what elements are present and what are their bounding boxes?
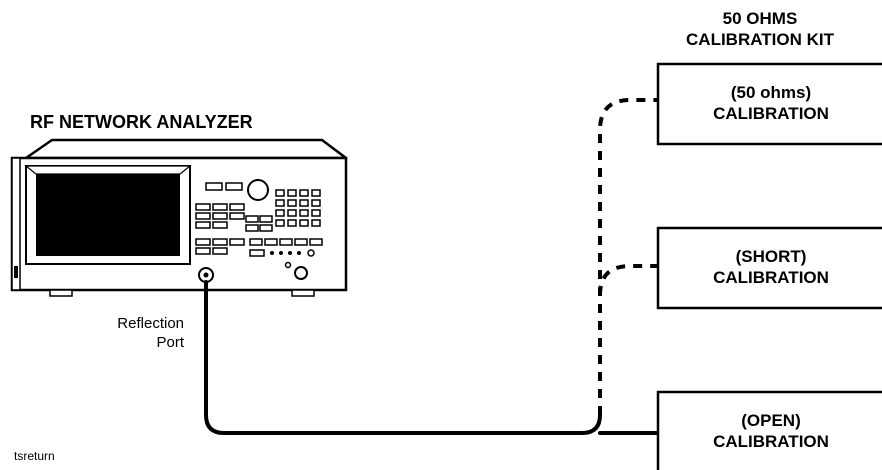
standard-label-open: (OPEN) CALIBRATION (660, 410, 882, 452)
test-cable (204, 280, 660, 435)
port-label-line1: Reflection (117, 315, 184, 332)
calibration-standard-short (656, 226, 882, 310)
tuning-knob-icon (247, 179, 269, 201)
reflection-port-connector-icon (198, 267, 214, 283)
analyzer-title: RF NETWORK ANALYZER (30, 112, 253, 132)
standard-label-line1: (OPEN) (741, 411, 801, 430)
standard-label-line2: CALIBRATION (713, 432, 829, 451)
dashed-connection-lines (598, 98, 658, 415)
analyzer-keypad (195, 182, 323, 257)
calibration-kit-title: 50 OHMS CALIBRATION KIT (640, 8, 880, 50)
port-label-line2: Port (156, 334, 184, 351)
standard-label-line2: CALIBRATION (713, 268, 829, 287)
calibration-standard-50-ohms (656, 62, 882, 146)
standard-label-line2: CALIBRATION (713, 104, 829, 123)
kit-title-line2: CALIBRATION KIT (686, 30, 834, 49)
calibration-standard-open (656, 390, 882, 470)
standard-label-50-ohms: (50 ohms) CALIBRATION (660, 82, 882, 124)
rf-network-analyzer (10, 138, 348, 297)
kit-title-line1: 50 OHMS (722, 9, 798, 28)
reflection-port-label: Reflection Port (60, 314, 184, 352)
standard-label-line1: (50 ohms) (730, 83, 812, 102)
standard-label-line1: (SHORT) (735, 247, 807, 266)
analyzer-screen (24, 165, 192, 265)
standard-label-short: (SHORT) CALIBRATION (660, 246, 882, 288)
figure-id-label: tsreturn (14, 449, 55, 463)
